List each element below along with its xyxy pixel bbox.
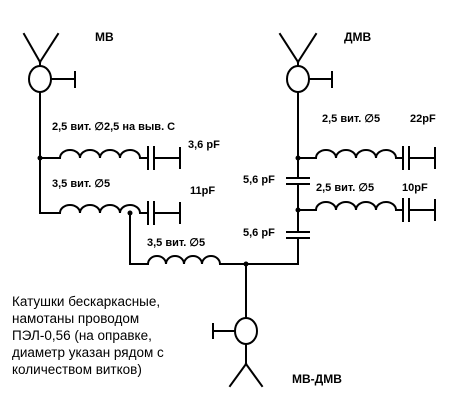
coil-top-left-icon	[58, 149, 142, 160]
coil-bottom-label: 3,5 вит. ∅5	[147, 237, 205, 249]
cap-series-lower-label: 5,6 pF	[243, 227, 275, 239]
note-line: диаметр указан рядом с	[12, 345, 164, 360]
cap-series-upper-label: 5,6 pF	[243, 174, 275, 186]
coil-mid-right-label: 2,5 вит. ∅5	[316, 182, 374, 194]
coil-note: Катушки бескаркасные, намотаны проводом …	[12, 293, 212, 378]
junction-dot	[127, 210, 133, 216]
dmv-antenna-icon	[278, 32, 333, 179]
note-line: Катушки бескаркасные,	[12, 294, 161, 309]
junction-dot	[243, 261, 249, 267]
coil-mid-right-icon	[314, 201, 398, 212]
cap-mid-left-label: 11pF	[190, 185, 215, 197]
junction-dot	[37, 155, 43, 161]
coil-bottom-icon	[146, 255, 222, 266]
cap-top-right-label: 22pF	[410, 113, 436, 125]
mv-label: МВ	[95, 30, 114, 44]
junction-dot	[295, 155, 301, 161]
cap-mid-right-label: 10pF	[402, 182, 428, 194]
coil-top-left-label: 2,5 вит. ∅2,5 на выв. С	[52, 121, 175, 133]
coil-top-right-icon	[314, 149, 398, 160]
mv-dmv-label: МВ-ДМВ	[292, 372, 342, 386]
dmv-label: ДМВ	[344, 30, 372, 44]
note-line: намотаны проводом	[12, 311, 140, 326]
mv-dmv-antenna-icon	[212, 317, 264, 388]
coil-mid-left-label: 3,5 вит. ∅5	[52, 178, 110, 190]
coil-top-right-label: 2,5 вит. ∅5	[322, 113, 380, 125]
note-line: количеством витков)	[12, 362, 142, 377]
coil-mid-left-icon	[58, 204, 142, 215]
note-line: ПЭЛ-0,56 (на оправке,	[12, 328, 152, 343]
cap-top-left-label: 3,6 pF	[188, 139, 220, 151]
junction-dots	[37, 155, 301, 267]
mv-antenna-icon	[22, 32, 76, 214]
junction-dot	[295, 207, 301, 213]
